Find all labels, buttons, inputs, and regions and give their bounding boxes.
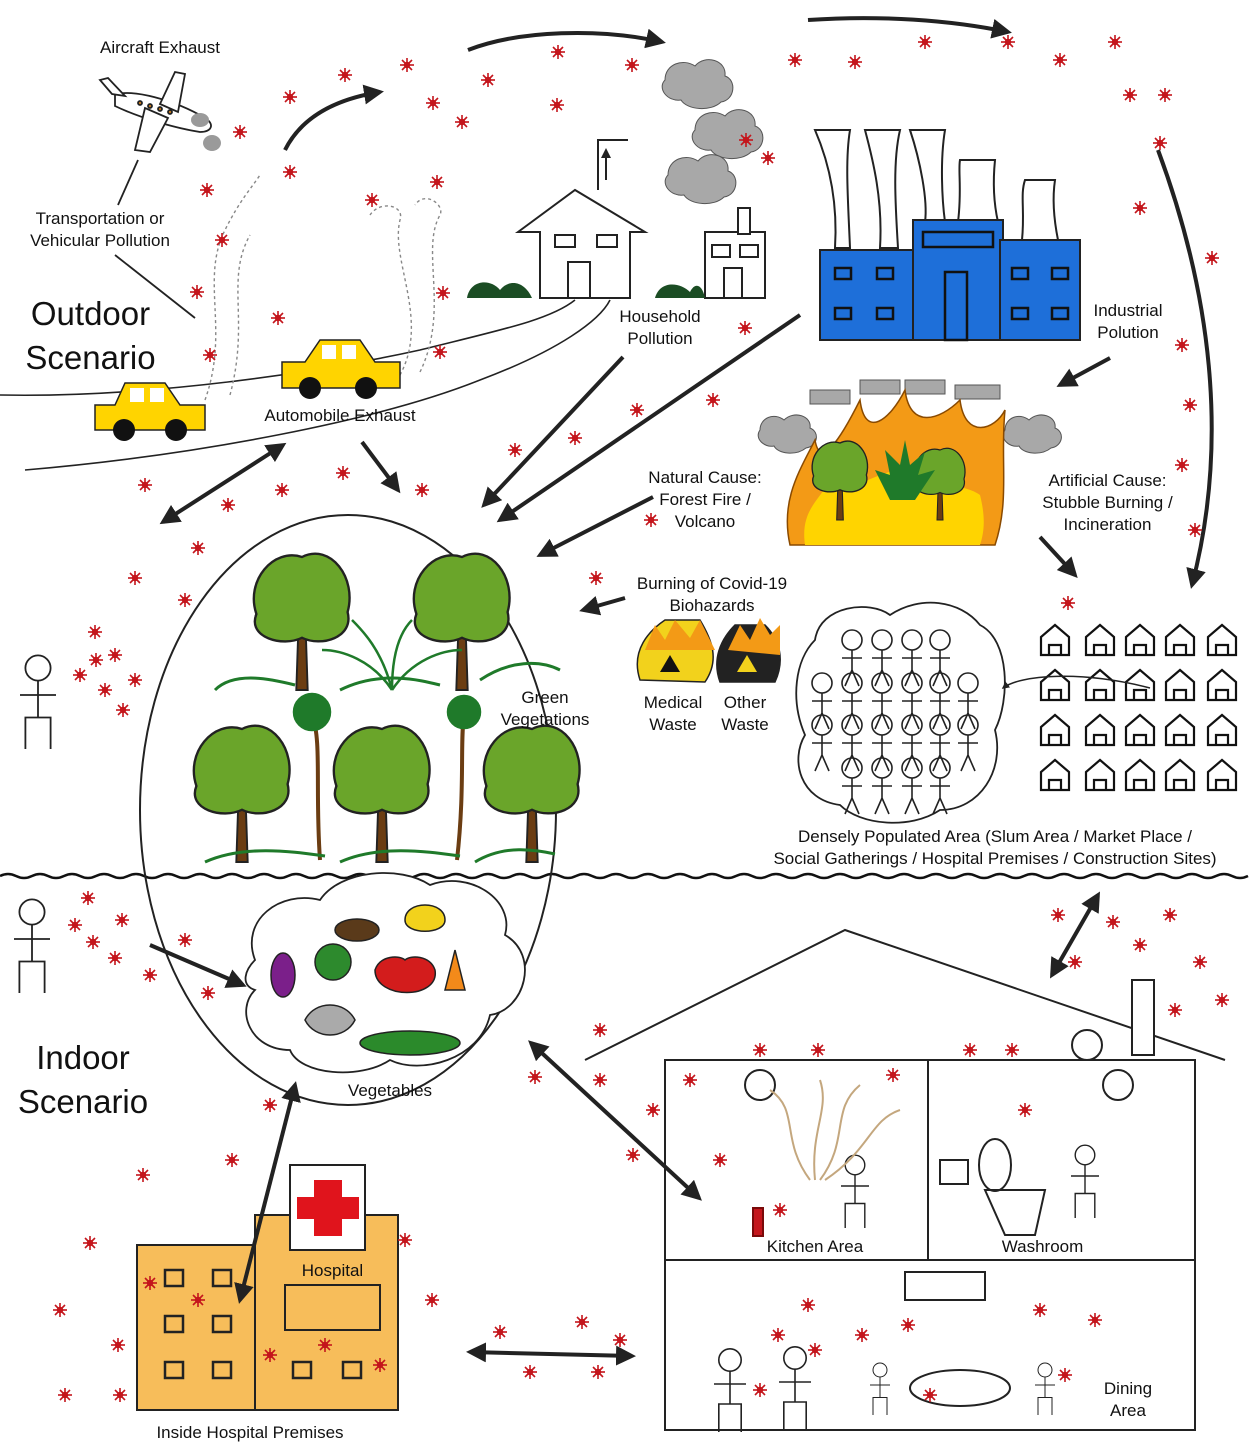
factory-icon — [813, 129, 1081, 342]
automobile-exhaust-label: Automobile Exhaust — [264, 406, 416, 425]
hut-icon — [1039, 623, 1238, 792]
artificial-cause-label: Artificial Cause:Stubble Burning /Incine… — [1042, 471, 1173, 534]
washroom-label: Washroom — [1001, 1237, 1084, 1256]
medical-waste-icon — [636, 619, 715, 683]
flow-arrows — [149, 16, 1214, 1366]
car-right — [281, 339, 401, 399]
hospital-building — [136, 1164, 399, 1411]
grass-icon — [204, 661, 561, 864]
crowd-cloud — [795, 601, 1006, 824]
person-indoor-icon — [13, 898, 51, 994]
kitchen-area-label: Kitchen Area — [766, 1237, 864, 1256]
indoor-house — [584, 928, 1226, 1431]
car-left — [94, 382, 206, 441]
inside-hospital-label: Inside Hospital Premises — [156, 1423, 344, 1442]
vegetables-label: Vegetables — [347, 1081, 433, 1100]
palm-icon — [292, 619, 482, 861]
house-icon — [514, 139, 766, 299]
other-waste-icon — [716, 618, 781, 683]
densely-populated-label: Densely Populated Area (Slum Area / Mark… — [773, 827, 1217, 868]
aircraft-exhaust-label: Aircraft Exhaust — [100, 38, 220, 57]
person-outdoor-icon — [19, 654, 57, 750]
forest-fire-icon — [786, 387, 1006, 546]
cooking-fumes — [769, 1079, 901, 1181]
scenario-divider — [0, 872, 1249, 880]
hospital-label: Hospital — [301, 1261, 364, 1280]
aircraft-icon — [98, 70, 221, 153]
natural-cause-label: Natural Cause:Forest Fire /Volcano — [648, 468, 762, 531]
vegetable-icon — [270, 904, 466, 1056]
